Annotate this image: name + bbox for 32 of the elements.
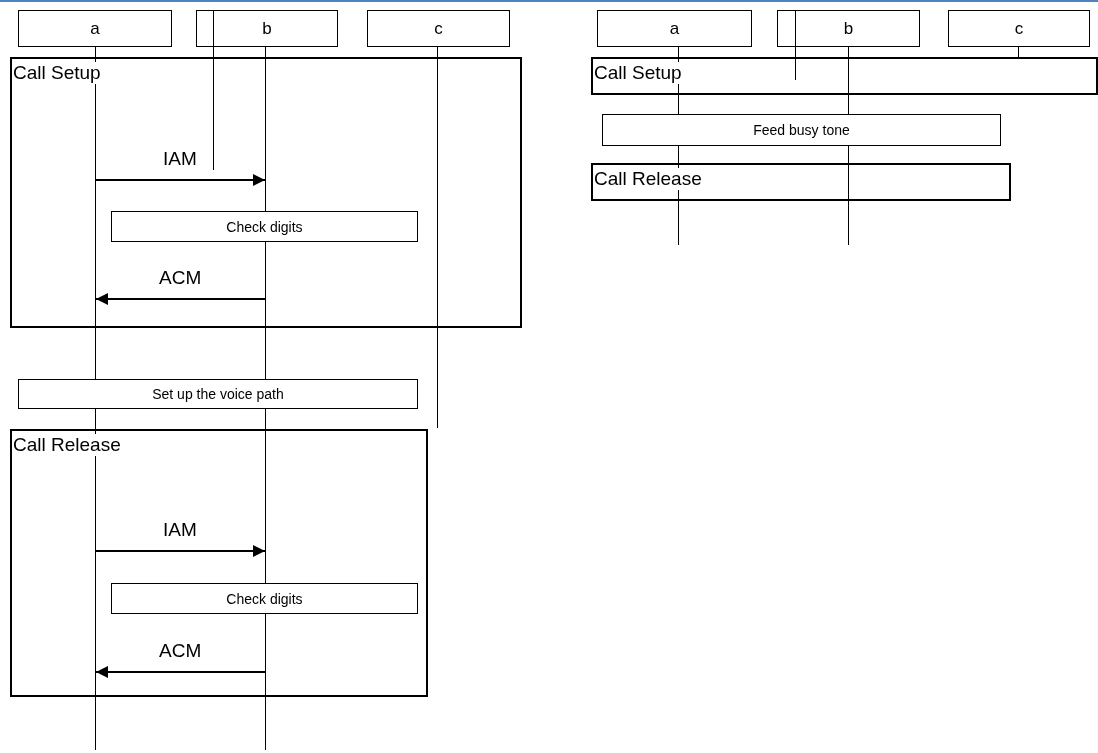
fragment-frame — [10, 57, 522, 328]
fragment-title: Call Release — [13, 434, 121, 456]
fragment-title: Call Setup — [13, 62, 101, 84]
message-label: ACM — [159, 640, 202, 662]
message-arrow — [95, 293, 266, 305]
message-label: ACM — [159, 267, 202, 289]
fragment-frame — [10, 429, 428, 697]
lifeline-header: b — [777, 10, 920, 47]
lifeline-header: c — [948, 10, 1090, 47]
message-arrow — [95, 666, 266, 678]
lifeline — [437, 47, 438, 428]
fragment-frame — [591, 163, 1011, 201]
lifeline — [265, 47, 266, 750]
message-arrow — [95, 174, 266, 186]
lifeline-header: b — [196, 10, 338, 47]
message-label: IAM — [163, 148, 197, 170]
lifeline — [95, 47, 96, 750]
action-box: Check digits — [111, 211, 418, 242]
action-box: Set up the voice path — [18, 379, 418, 409]
lifeline-header: a — [597, 10, 752, 47]
fragment-title: Call Release — [594, 168, 702, 190]
lifeline — [678, 47, 679, 245]
lifeline-header: c — [367, 10, 510, 47]
message-label: IAM — [163, 519, 197, 541]
action-box: Check digits — [111, 583, 418, 614]
action-box: Feed busy tone — [602, 114, 1001, 146]
lifeline — [1018, 47, 1019, 57]
fragment-frame — [591, 57, 1098, 95]
fragment-title: Call Setup — [594, 62, 682, 84]
message-arrow — [95, 545, 266, 557]
lifeline — [848, 47, 849, 245]
lifeline-header: a — [18, 10, 172, 47]
